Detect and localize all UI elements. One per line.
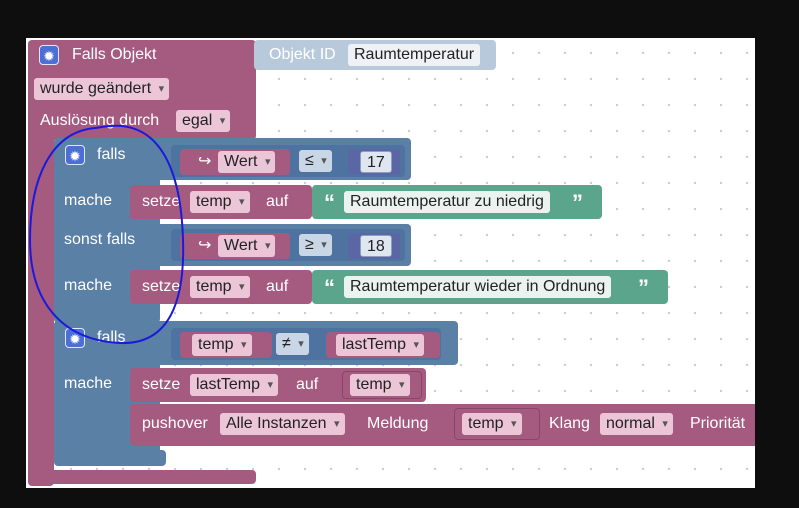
pushover-priority-label: Priorität bbox=[690, 415, 746, 432]
open-quote-icon: “ bbox=[324, 275, 335, 300]
operator-dropdown-1[interactable]: ≤ bbox=[299, 150, 332, 172]
open-quote-icon: “ bbox=[324, 190, 335, 215]
set-3-var-dropdown[interactable]: lastTemp bbox=[190, 374, 279, 396]
number-field-1[interactable]: 17 bbox=[360, 151, 392, 173]
set-3-value-dropdown[interactable]: temp bbox=[350, 374, 410, 396]
set-1-auf: auf bbox=[266, 193, 289, 210]
gear-icon[interactable]: ✹ bbox=[65, 145, 85, 165]
pushover-label: pushover bbox=[142, 415, 208, 432]
pushover-sound-dropdown[interactable]: normal bbox=[600, 413, 673, 435]
pushover-message-label: Meldung bbox=[367, 415, 429, 432]
text-field-2[interactable]: Raumtemperatur wieder in Ordnung bbox=[344, 276, 612, 298]
text-field-1[interactable]: Raumtemperatur zu niedrig bbox=[344, 191, 550, 213]
set-2-var-dropdown[interactable]: temp bbox=[190, 276, 250, 298]
if-2-mache-label: mache bbox=[64, 375, 113, 392]
gear-icon[interactable]: ✹ bbox=[39, 45, 59, 65]
object-id-label: Objekt ID bbox=[269, 46, 336, 63]
if-1-mache-label: mache bbox=[64, 192, 113, 209]
return-arrow-icon: ↪ bbox=[198, 237, 212, 254]
set-3-setze: setze bbox=[142, 376, 181, 393]
operator-dropdown-3[interactable]: ≠ bbox=[276, 333, 309, 355]
set-2-setze: setze bbox=[142, 278, 181, 295]
set-2-auf: auf bbox=[266, 278, 289, 295]
return-arrow-icon: ↪ bbox=[198, 153, 212, 170]
trigger-title: Falls Objekt bbox=[72, 46, 157, 63]
set-3-auf: auf bbox=[296, 376, 319, 393]
number-field-2[interactable]: 18 bbox=[360, 235, 392, 257]
operator-dropdown-2[interactable]: ≥ bbox=[299, 234, 332, 256]
cond-right-dropdown[interactable]: lastTemp bbox=[336, 334, 425, 356]
blockly-workspace[interactable]: ✹ Falls Objekt wurde geändert Auslösung … bbox=[26, 38, 755, 488]
trigger-block-spine bbox=[28, 128, 54, 486]
if-1-falls-label: falls bbox=[97, 146, 126, 163]
if-1-mache2-label: mache bbox=[64, 277, 113, 294]
trigger-by-label: Auslösung durch bbox=[40, 112, 160, 129]
trigger-by-dropdown[interactable]: egal bbox=[176, 110, 231, 132]
trigger-type-dropdown[interactable]: wurde geändert bbox=[34, 78, 170, 100]
cond-left-dropdown[interactable]: temp bbox=[192, 334, 252, 356]
value-dropdown-1[interactable]: Wert bbox=[218, 151, 276, 173]
if-1-elseif-label: sonst falls bbox=[64, 231, 136, 248]
object-id-field[interactable]: Raumtemperatur bbox=[348, 44, 481, 66]
close-quote-icon: ” bbox=[638, 275, 649, 300]
value-dropdown-2[interactable]: Wert bbox=[218, 235, 276, 257]
pushover-instance-dropdown[interactable]: Alle Instanzen bbox=[220, 413, 345, 435]
pushover-sound-label: Klang bbox=[549, 415, 590, 432]
close-quote-icon: ” bbox=[572, 190, 583, 215]
set-1-var-dropdown[interactable]: temp bbox=[190, 191, 250, 213]
trigger-block-footer bbox=[28, 470, 256, 484]
set-1-setze: setze bbox=[142, 193, 181, 210]
pushover-message-dropdown[interactable]: temp bbox=[462, 413, 522, 435]
if-block-2-footer bbox=[54, 450, 166, 466]
